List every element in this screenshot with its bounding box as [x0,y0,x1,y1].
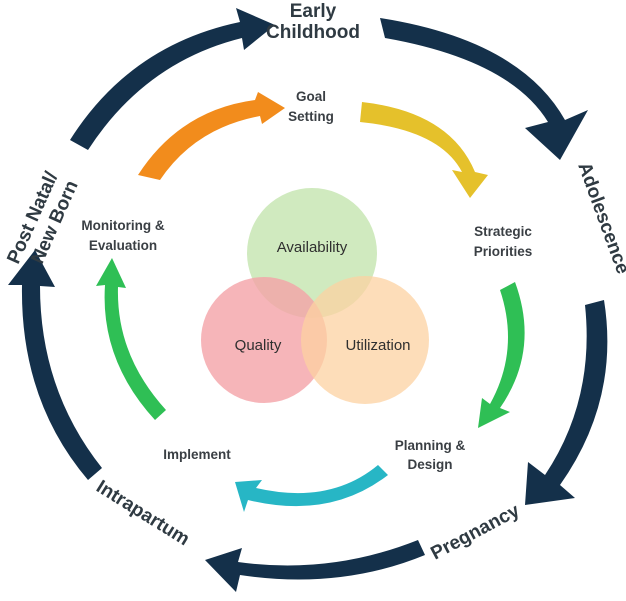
outer-arrow-adolescence-to-pregnancy [525,300,608,505]
step-goal-setting-line2: Setting [288,109,334,124]
stage-intrapartum: Intrapartum [92,476,193,550]
stage-early-childhood-line2: Childhood [266,22,360,43]
venn-label-availability: Availability [277,239,348,256]
outer-arrow-early-to-adolescence [380,18,588,160]
stage-pregnancy: Pregnancy [427,500,523,564]
outer-arrow-pregnancy-to-intrapartum [205,540,425,592]
venn-utilization-circle [301,276,429,404]
step-strategic-priorities-line2: Priorities [474,244,533,259]
venn-quality-circle [201,277,327,403]
venn-label-quality: Quality [235,337,282,354]
goal-setting-arrow [138,92,285,180]
outer-arrow-intrapartum-to-postnatal [8,250,102,480]
step-strategic-priorities-line1: Strategic [474,224,532,239]
inner-step-labels: Goal Setting Strategic Priorities Planni… [81,89,532,472]
step-planning-design-line1: Planning & [395,438,466,453]
monitoring-evaluation-arrow [96,258,166,420]
implement-arrow [235,465,388,512]
strategic-priorities-arrow [360,102,488,198]
planning-design-arrow [478,282,525,428]
step-goal-setting-line1: Goal [296,89,326,104]
venn-label-utilization: Utilization [345,337,410,354]
outer-cycle-arrows [8,8,608,592]
inner-cycle-arrows [96,92,525,512]
stage-early-childhood-line1: Early [290,1,337,22]
venn-diagram: Availability Quality Utilization [201,188,429,404]
outer-arrow-postnatal-to-early [70,8,275,150]
stage-adolescence: Adolescence [573,160,626,277]
step-monitoring-evaluation-line1: Monitoring & [81,218,164,233]
step-planning-design-line2: Design [407,457,452,472]
step-monitoring-evaluation-line2: Evaluation [89,238,157,253]
step-implement: Implement [163,447,231,462]
